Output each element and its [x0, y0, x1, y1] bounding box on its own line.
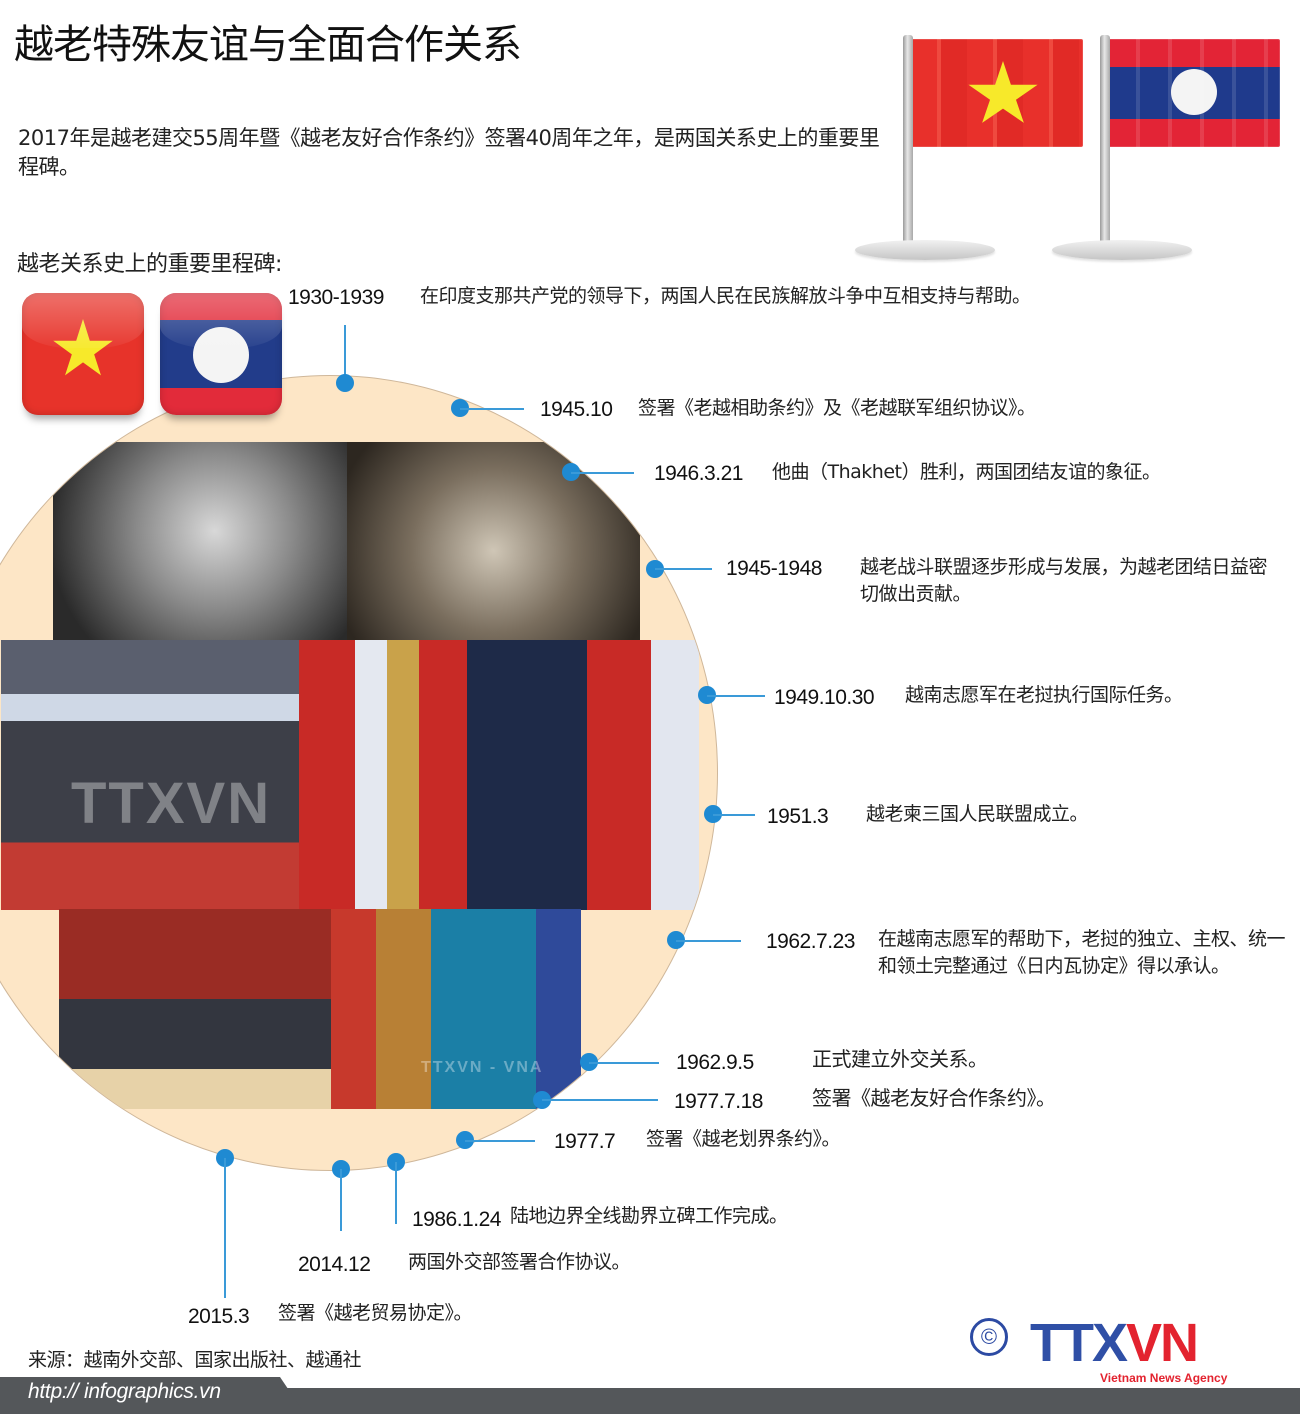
watermark: TTXVN - VNA [421, 1059, 544, 1076]
timeline-date: 1977.7.18 [674, 1090, 763, 1113]
timeline-date: 1945.10 [540, 398, 613, 421]
connector-line [676, 940, 741, 942]
connector-line [542, 1099, 658, 1101]
connector-line [224, 1158, 226, 1298]
photo-collage-circle: TTXVN TTXVN - VNA [0, 375, 718, 1171]
timeline-text: 他曲（Thakhet）胜利，两国团结友谊的象征。 [772, 461, 1161, 483]
timeline-text: 签署《越老划界条约》。 [646, 1128, 841, 1150]
timeline-text: 签署《越老友好合作条约》。 [812, 1086, 1056, 1110]
intro-paragraph: 2017年是越老建交55周年暨《越老友好合作条约》签署40周年之年，是两国关系史… [18, 126, 880, 179]
connector-line [589, 1062, 659, 1064]
connector-line [655, 568, 712, 570]
timeline-text: 陆地边界全线勘界立碑工作完成。 [510, 1205, 788, 1227]
timeline-date: 1930-1939 [288, 286, 384, 309]
timeline-text: 在越南志愿军的帮助下，老挝的独立、主权、统一和领土完整通过《日内瓦协定》得以承认… [878, 928, 1286, 977]
connector-line [465, 1140, 535, 1142]
timeline-date: 1946.3.21 [654, 462, 743, 485]
timeline-text: 越老柬三国人民联盟成立。 [866, 803, 1089, 825]
timeline-date: 2014.12 [298, 1253, 371, 1276]
footer-url-link[interactable]: http:// infographics.vn [28, 1380, 221, 1403]
logo-accent-text: VN [1126, 1313, 1199, 1373]
copyright-icon: © [970, 1318, 1008, 1356]
delegation-photo [59, 909, 331, 1109]
handshake-photo-2: TTXVN - VNA [331, 909, 581, 1109]
timeline-text: 两国外交部签署合作协议。 [408, 1251, 631, 1273]
connector-line [713, 814, 755, 816]
historic-photo-1 [53, 442, 347, 640]
page-title: 越老特殊友谊与全面合作关系 [14, 22, 522, 68]
connector-line [707, 695, 765, 697]
timeline-date: 1945-1948 [726, 557, 822, 580]
timeline-date: 1949.10.30 [774, 686, 875, 709]
timeline-text: 越南志愿军在老挝执行国际任务。 [905, 684, 1183, 706]
timeline-date: 1986.1.24 [412, 1208, 501, 1231]
timeline-text: 签署《老越相助条约》及《老越联军组织协议》。 [638, 397, 1036, 419]
historic-photo-2 [347, 442, 640, 640]
timeline-date: 1962.9.5 [676, 1051, 754, 1074]
source-credit: 来源：越南外交部、国家出版社、越通社 [28, 1349, 362, 1371]
footer-tab [0, 1377, 305, 1414]
timeline-text: 越老战斗联盟逐步形成与发展，为越老团结日益密切做出贡献。 [860, 556, 1268, 605]
timeline-date: 2015.3 [188, 1305, 250, 1328]
connector-line [340, 1169, 342, 1231]
timeline-date: 1977.7 [554, 1130, 616, 1153]
timeline-text: 正式建立外交关系。 [812, 1047, 988, 1071]
ttxvn-logo: TTXVN [1030, 1316, 1199, 1370]
connector-line [460, 408, 524, 410]
ceremony-photo: TTXVN [1, 640, 299, 910]
watermark: TTXVN [71, 771, 272, 836]
logo-subtitle: Vietnam News Agency [1100, 1371, 1228, 1385]
connector-line [344, 325, 346, 383]
connector-line [395, 1162, 397, 1224]
timeline-dot [336, 374, 354, 392]
timeline-text: 在印度支那共产党的领导下，两国人民在民族解放斗争中互相支持与帮助。 [420, 285, 1031, 307]
handshake-photo-1 [299, 640, 699, 910]
timeline-date: 1951.3 [767, 805, 829, 828]
vietnam-square-flag-icon [22, 293, 144, 415]
logo-main-text: TTX [1030, 1313, 1128, 1373]
connector-line [571, 472, 634, 474]
timeline-date: 1962.7.23 [766, 930, 855, 953]
milestones-heading: 越老关系史上的重要里程碑: [17, 252, 282, 277]
timeline-text: 签署《越老贸易协定》。 [278, 1302, 473, 1324]
laos-square-flag-icon [160, 293, 282, 415]
